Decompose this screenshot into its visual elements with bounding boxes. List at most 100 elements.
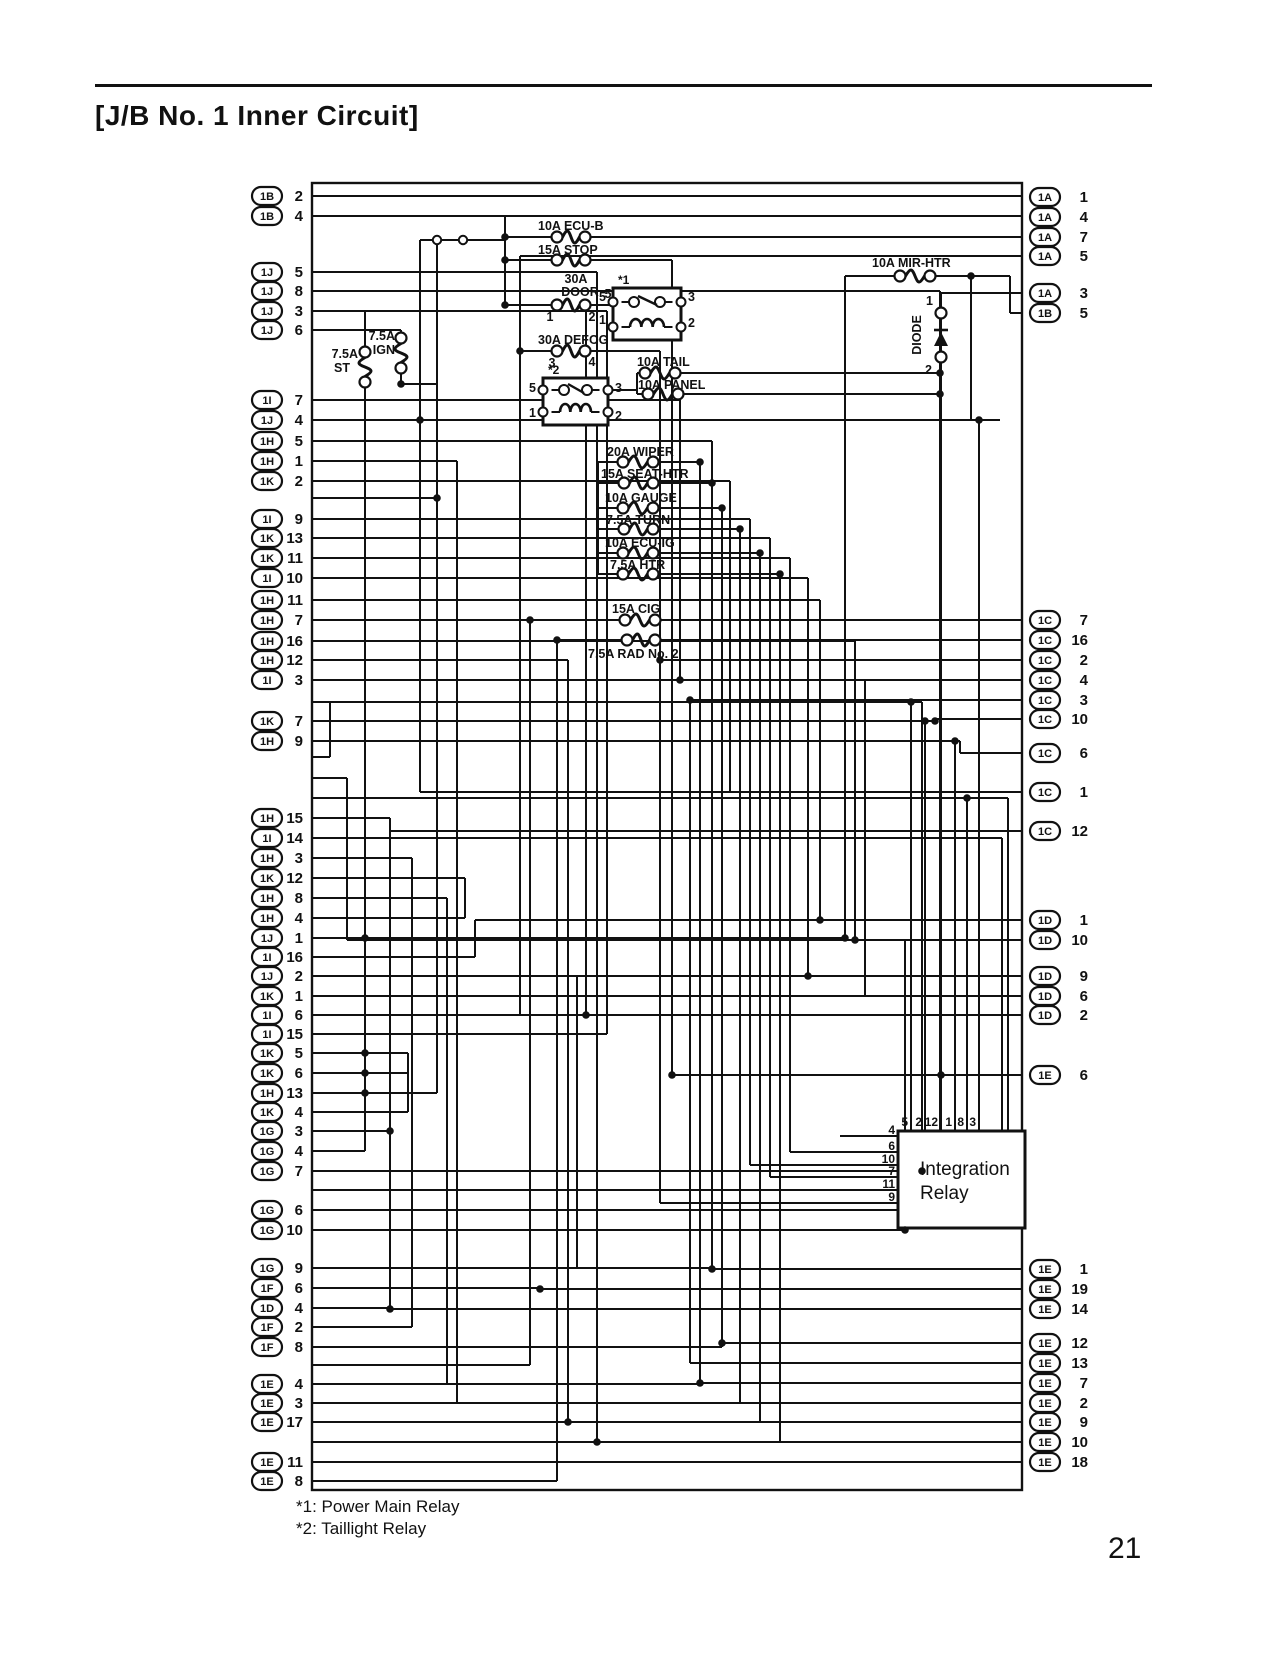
pin-number: 3 [295, 303, 303, 320]
connector-code: 1E [1038, 1264, 1051, 1276]
pin-number: 7 [1080, 612, 1088, 629]
pin-number: 4 [295, 1376, 304, 1393]
connector-code: 1E [260, 1476, 273, 1488]
pin-number: 9 [1080, 1414, 1088, 1431]
pin-number: 4 [295, 1300, 304, 1317]
junction-dot [397, 380, 405, 388]
svg-text:1: 1 [926, 294, 933, 308]
svg-text:6: 6 [888, 1139, 895, 1153]
pin-number: 6 [295, 1202, 303, 1219]
svg-text:15A SEAT-HTR: 15A SEAT-HTR [601, 467, 689, 481]
connector-code: 1K [260, 1107, 274, 1119]
junction-dot [841, 934, 849, 942]
svg-text:30A DEFOG: 30A DEFOG [538, 333, 608, 347]
connector-code: 1I [262, 395, 271, 407]
svg-text:5: 5 [599, 290, 606, 304]
fuse-ecu-ig-symbol: 10A ECU-IG [605, 536, 675, 561]
pin-number: 6 [295, 1280, 303, 1297]
connector-code: 1J [261, 971, 273, 983]
junction-dot [564, 1418, 572, 1426]
junction-dot [975, 416, 983, 424]
svg-text:*1: *1 [618, 273, 630, 287]
junction-dots [361, 233, 983, 1446]
pin-number: 6 [295, 322, 303, 339]
pin-number: 1 [295, 930, 303, 947]
junction-dot [386, 1305, 394, 1313]
connector-code: 1J [261, 933, 273, 945]
connector-code: 1A [1038, 212, 1052, 224]
svg-text:1: 1 [599, 313, 606, 327]
svg-text:ST: ST [334, 361, 350, 375]
junction-dot [526, 616, 534, 624]
connector-code: 1G [260, 1263, 275, 1275]
pin-number: 7 [295, 1163, 303, 1180]
svg-text:4: 4 [589, 355, 596, 369]
pin-number: 9 [295, 733, 303, 750]
connector-pin-left: 1H 4 [250, 907, 304, 929]
pin-number: 12 [286, 870, 303, 887]
junction-dot [433, 494, 441, 502]
pin-number: 2 [1080, 652, 1088, 669]
svg-text:10A TAIL: 10A TAIL [637, 355, 690, 369]
pin-number: 7 [295, 392, 303, 409]
connector-code: 1H [260, 913, 274, 925]
connector-code: 1C [1038, 635, 1052, 647]
svg-text:7: 7 [888, 1164, 895, 1178]
svg-text:5: 5 [605, 287, 612, 301]
connector-code: 1C [1038, 695, 1052, 707]
pin-number: 6 [1080, 1067, 1088, 1084]
pin-number: 1 [1080, 784, 1088, 801]
pin-number: 2 [295, 1319, 303, 1336]
svg-text:Relay: Relay [920, 1183, 969, 1204]
pin-number: 11 [287, 592, 303, 609]
pin-number: 4 [295, 208, 304, 225]
connector-code: 1G [260, 1126, 275, 1138]
pin-number: 5 [295, 433, 303, 450]
junction-dot [361, 1089, 369, 1097]
connector-code: 1F [261, 1322, 274, 1334]
connector-node [431, 234, 443, 246]
connector-code: 1I [262, 675, 271, 687]
pin-number: 8 [295, 890, 303, 907]
junction-dot [718, 504, 726, 512]
pin-number: 4 [295, 910, 304, 927]
pin-number: 9 [295, 1260, 303, 1277]
pin-number: 7 [295, 612, 303, 629]
svg-text:10A PANEL: 10A PANEL [638, 378, 706, 392]
connector-code: 1E [260, 1457, 273, 1469]
pin-number: 2 [1080, 1007, 1088, 1024]
connector-code: 1D [1038, 971, 1052, 983]
pin-number: 3 [295, 1123, 303, 1140]
pin-number: 6 [1080, 988, 1088, 1005]
pin-number: 14 [286, 830, 303, 847]
connector-code: 1A [1038, 251, 1052, 263]
connector-code: 1A [1038, 288, 1052, 300]
pin-number: 1 [1080, 189, 1088, 206]
connector-code: 1K [260, 476, 274, 488]
integration-relay-label: Integration [920, 1159, 1010, 1180]
junction-dot [696, 458, 704, 466]
pin-number: 9 [1080, 968, 1088, 985]
